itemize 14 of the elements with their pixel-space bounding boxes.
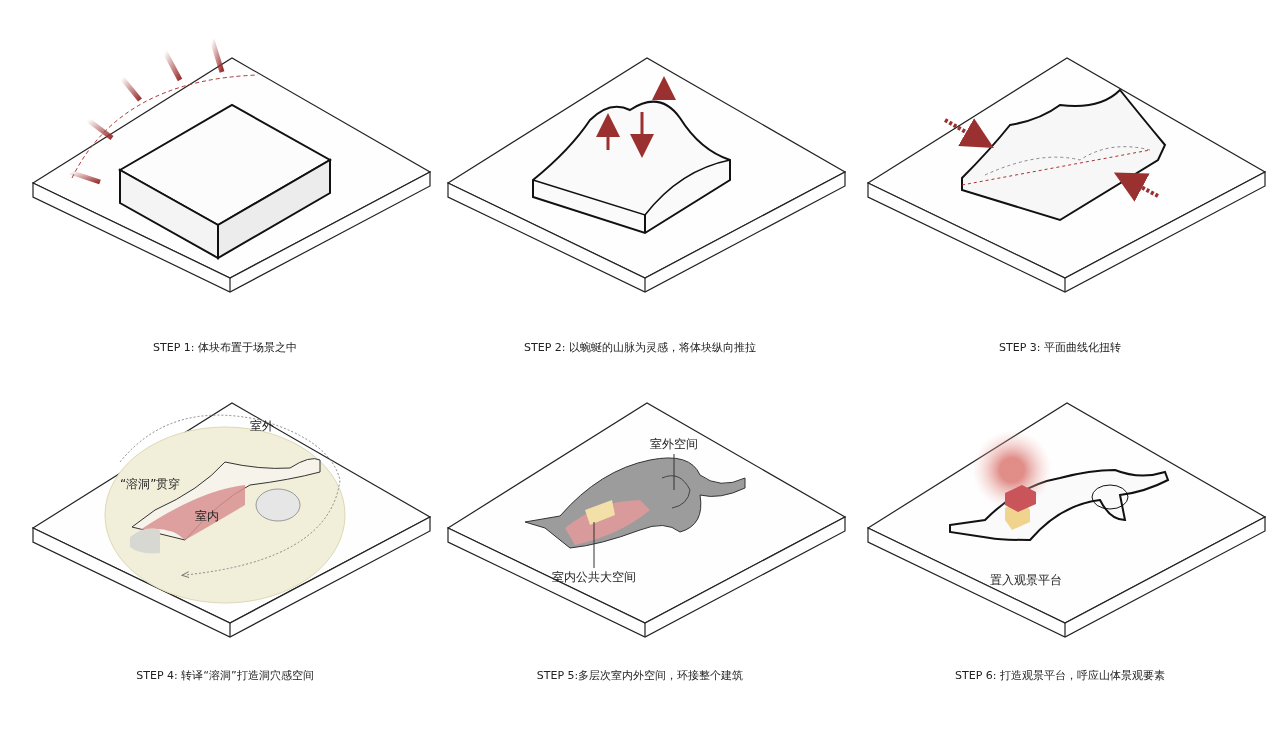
- leader-line: [673, 453, 675, 491]
- area-label: “溶洞”贯穿: [120, 476, 181, 493]
- area-label: 室内: [195, 508, 219, 525]
- leader-line: [593, 521, 595, 569]
- step-caption: STEP 4: 转译“溶洞”打造洞穴感空间: [136, 668, 314, 683]
- area-label: 室外: [250, 418, 274, 435]
- callout-label: 置入观景平台: [990, 572, 1062, 589]
- step-caption: STEP 2: 以蜿蜒的山脉为灵感，将体块纵向推拉: [524, 340, 756, 355]
- step-caption: STEP 5:多层次室内外空间，环接整个建筑: [536, 668, 744, 683]
- callout-label: 室外空间: [650, 436, 698, 453]
- step-caption: STEP 3: 平面曲线化扭转: [999, 340, 1121, 355]
- step-caption: STEP 1: 体块布置于场景之中: [153, 340, 297, 355]
- step-caption: STEP 6: 打造观景平台，呼应山体景观要素: [955, 668, 1165, 683]
- callout-label: 室内公共大空间: [552, 569, 636, 586]
